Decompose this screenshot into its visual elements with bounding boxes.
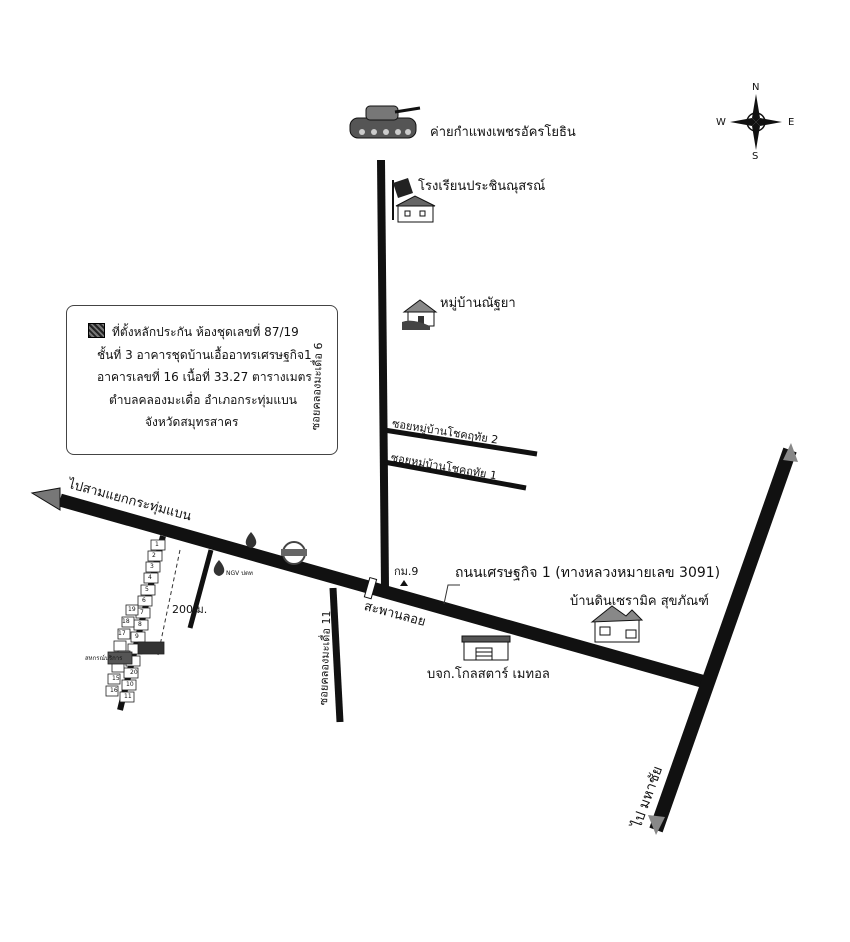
compass-rose: N S W E (716, 80, 794, 162)
bldg-num: 4 (148, 574, 152, 581)
label-camp: ค่ายกำแพงเพชรอัครโยธิน (430, 125, 576, 140)
legend-line-5: จังหวัดสมุทรสาคร (145, 415, 239, 429)
bldg-num: 19 (128, 606, 136, 613)
label-main-road: ถนนเศรษฐกิจ 1 (ทางหลวงหมายเลข 3091) (455, 565, 721, 581)
collateral-swatch-icon (88, 323, 105, 338)
car-dealer-logo-icon (281, 541, 307, 565)
label-coop: สหกรณ์บริการ (85, 655, 123, 662)
road-chok-ruethai-2 (383, 427, 538, 457)
legend-line-1: ที่ตั้งหลักประกัน ห้องชุดเลขที่ 87/19 (112, 325, 299, 339)
bldg-num: 16 (110, 687, 118, 694)
road-setthakit-1 (58, 493, 707, 689)
bldg-num: 8 (138, 621, 142, 628)
bldg-num: 6 (142, 597, 146, 604)
road-soi-6 (377, 159, 389, 589)
tank-icon (349, 105, 421, 139)
distance-line (157, 549, 181, 656)
company-building-icon (461, 635, 511, 661)
label-company: บจก.โกลสตาร์ เมทอล (427, 667, 550, 682)
compass-n: N (752, 82, 760, 93)
bldg-num: 5 (145, 586, 149, 593)
arrow-to-mahachai (648, 815, 665, 835)
gas-station-icon (213, 532, 257, 576)
label-school: โรงเรียนประชินณุสรณ์ (418, 179, 546, 194)
compass-icon (730, 94, 782, 150)
label-distance: 200 ม. (172, 603, 208, 616)
legend-line-2: ชั้นที่ 3 อาคารชุดบ้านเอื้ออาทรเศรษฐกิจ1 (97, 348, 312, 362)
collateral-legend: ที่ตั้งหลักประกัน ห้องชุดเลขที่ 87/19 ชั… (66, 305, 338, 455)
road-chok-ruethai-1 (383, 459, 527, 491)
condo-blocks (105, 539, 166, 703)
road-mahachai (649, 447, 797, 833)
arrow-to-krathum-baen (30, 487, 61, 511)
bldg-num: 9 (135, 633, 139, 640)
bldg-num: 20 (130, 669, 138, 676)
village-icon (402, 299, 438, 330)
compass-e: E (788, 117, 795, 128)
label-ngv: NGV ปตท (226, 570, 253, 577)
legend-line-4: ตำบลคลองมะเดื่อ อำเภอกระทุ่มแบน (109, 393, 297, 407)
label-village: หมู่บ้านณัฐยา (440, 296, 516, 311)
bldg-num: 1 (155, 541, 159, 548)
arrow-north-east-icon (783, 443, 798, 462)
label-ceramic-shop: บ้านดินเซรามิค สุขภัณฑ์ (570, 594, 709, 609)
bridge-marker (363, 576, 378, 600)
label-soi-6: ซอยคลองมะเดื่อ 6 (309, 342, 326, 431)
km-marker-icon (400, 580, 408, 586)
bldg-num: 15 (112, 675, 120, 682)
compass-w: W (716, 117, 726, 128)
label-soi-11: ซอยคลองมะเดื่อ 11 (317, 610, 334, 706)
legend-line-3: อาคารเลขที่ 16 เนื้อที่ 33.27 ตารางเมตร (97, 370, 312, 384)
bldg-num: 7 (140, 609, 144, 616)
bldg-num: 17 (118, 630, 126, 637)
bldg-num: 10 (126, 681, 134, 688)
compass-s: S (752, 151, 759, 162)
bldg-num: 11 (124, 693, 132, 700)
road-west-2 (187, 549, 214, 629)
bldg-num: 18 (122, 618, 130, 625)
road-label-pointer (443, 584, 460, 605)
bldg-num: 2 (152, 552, 156, 559)
bldg-num: 3 (150, 563, 154, 570)
road-soi-11 (329, 587, 344, 723)
label-km-9: กม.9 (394, 565, 419, 578)
school-icon (392, 178, 436, 223)
ceramic-shop-icon (590, 605, 644, 643)
